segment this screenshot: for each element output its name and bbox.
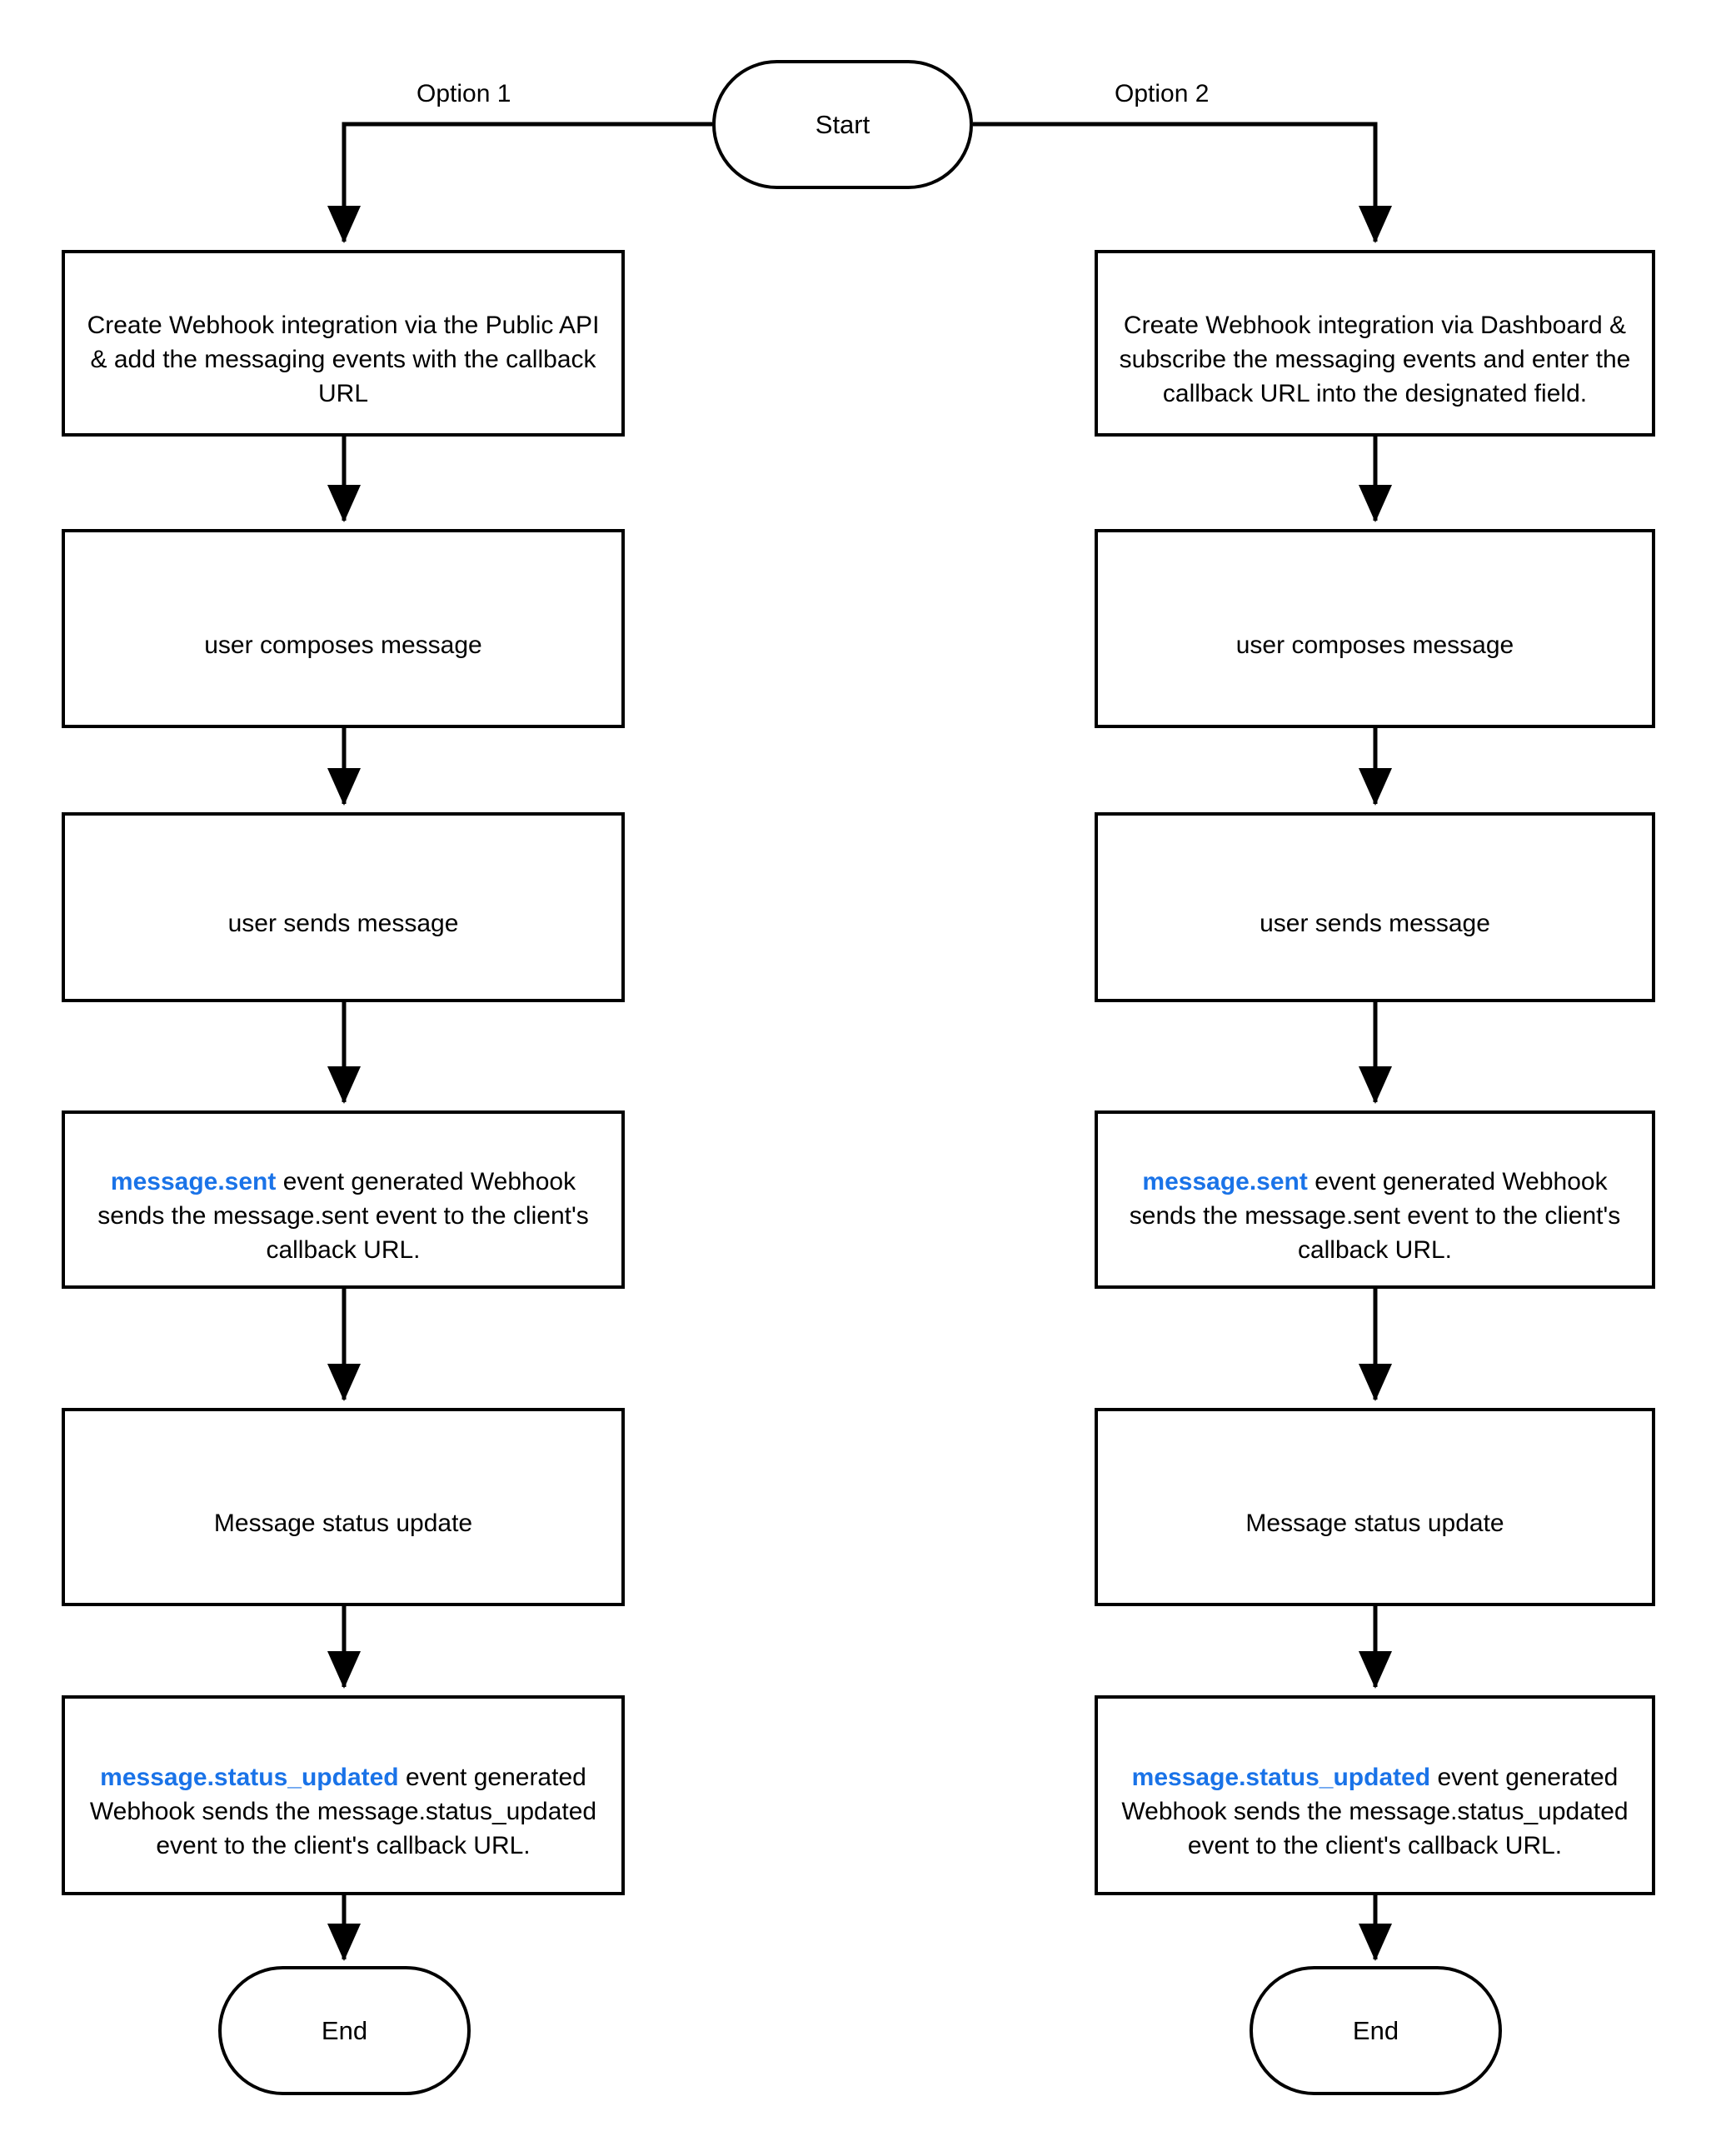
- right-step-1-label: Create Webhook integration via Dashboard…: [1098, 275, 1652, 411]
- right-end-label: End: [1352, 2015, 1399, 2045]
- right-step-6-accent: message.status_updated: [1131, 1764, 1431, 1792]
- right-step-4-text: event generated Webhook sends the messag…: [1129, 1168, 1621, 1264]
- left-step-5-box[interactable]: Message status update: [62, 1408, 625, 1606]
- right-step-5-box[interactable]: Message status update: [1095, 1408, 1655, 1606]
- left-step-3-label: user sends message: [65, 873, 621, 941]
- right-step-4-label: message.sent event generated Webhook sen…: [1098, 1131, 1652, 1267]
- right-step-6-label: message.status_updated event generated W…: [1098, 1727, 1652, 1863]
- right-step-5-text: Message status update: [1245, 1510, 1504, 1537]
- left-step-2-text: user composes message: [204, 631, 482, 659]
- left-step-4-accent: message.sent: [110, 1168, 277, 1196]
- right-step-2-label: user composes message: [1098, 595, 1652, 663]
- start-node-label: Start: [815, 109, 870, 139]
- left-step-1-text: Create Webhook integration via the Publi…: [87, 312, 600, 407]
- left-step-3-box[interactable]: user sends message: [62, 812, 625, 1002]
- left-step-6-label: message.status_updated event generated W…: [65, 1727, 621, 1863]
- right-step-6-text: event generated Webhook sends the messag…: [1121, 1764, 1629, 1859]
- left-step-3-text: user sends message: [227, 910, 459, 937]
- right-step-5-label: Message status update: [1098, 1473, 1652, 1541]
- right-step-3-text: user sends message: [1260, 910, 1490, 937]
- right-step-6-box[interactable]: message.status_updated event generated W…: [1095, 1695, 1655, 1895]
- left-end-node[interactable]: End: [218, 1966, 471, 2095]
- left-step-2-box[interactable]: user composes message: [62, 529, 625, 728]
- left-step-5-label: Message status update: [65, 1473, 621, 1541]
- left-step-2-label: user composes message: [65, 595, 621, 663]
- edge-label-option-1: Option 1: [417, 80, 511, 107]
- right-step-3-box[interactable]: user sends message: [1095, 812, 1655, 1002]
- right-step-3-label: user sends message: [1098, 873, 1652, 941]
- right-step-1-box[interactable]: Create Webhook integration via Dashboard…: [1095, 250, 1655, 437]
- right-step-1-text: Create Webhook integration via Dashboard…: [1119, 312, 1631, 407]
- edge-label-option-2: Option 2: [1115, 80, 1210, 107]
- left-step-4-label: message.sent event generated Webhook sen…: [65, 1131, 621, 1267]
- left-step-1-label: Create Webhook integration via the Publi…: [65, 275, 621, 411]
- left-step-1-box[interactable]: Create Webhook integration via the Publi…: [62, 250, 625, 437]
- start-node[interactable]: Start: [712, 60, 973, 189]
- left-step-4-text: event generated Webhook sends the messag…: [97, 1168, 589, 1264]
- left-step-6-text: event generated Webhook sends the messag…: [89, 1764, 597, 1859]
- connector-start-to-right: [973, 122, 1392, 243]
- right-step-4-box[interactable]: message.sent event generated Webhook sen…: [1095, 1110, 1655, 1289]
- left-step-6-box[interactable]: message.status_updated event generated W…: [62, 1695, 625, 1895]
- connector-start-to-left: [327, 122, 712, 243]
- right-end-node[interactable]: End: [1250, 1966, 1502, 2095]
- right-step-2-text: user composes message: [1235, 631, 1514, 659]
- left-step-4-box[interactable]: message.sent event generated Webhook sen…: [62, 1110, 625, 1289]
- left-step-5-text: Message status update: [213, 1510, 473, 1537]
- right-step-2-box[interactable]: user composes message: [1095, 529, 1655, 728]
- left-end-label: End: [321, 2015, 368, 2045]
- left-step-6-accent: message.status_updated: [100, 1764, 399, 1792]
- right-step-4-accent: message.sent: [1142, 1168, 1308, 1196]
